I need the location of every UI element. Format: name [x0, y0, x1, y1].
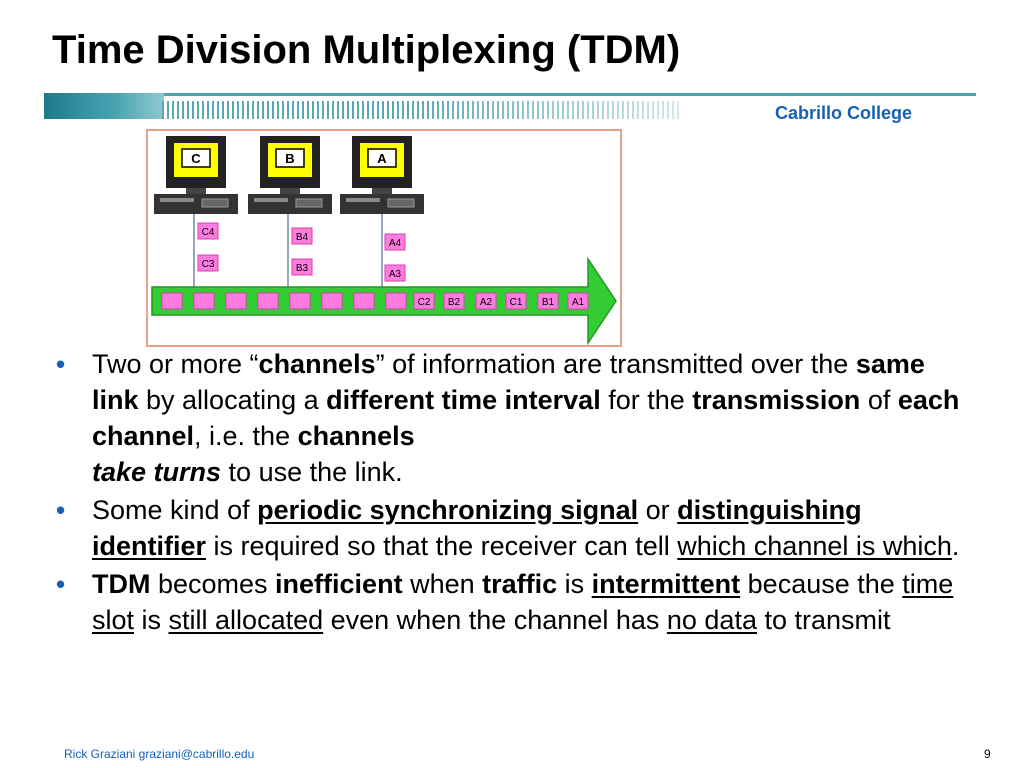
- bullet-item-channels: •Two or more “channels” of information a…: [54, 346, 974, 490]
- tdm-diagram: C C4 C3 B B4 B3: [146, 129, 622, 347]
- station-b: B B4 B3: [248, 136, 332, 287]
- header-band: [44, 93, 976, 123]
- bullet-item-inefficient: •TDM becomes inefficient when traffic is…: [54, 566, 974, 638]
- queue-c3: C3: [202, 259, 215, 270]
- station-c: C C4 C3: [154, 136, 238, 287]
- slot-c2: C2: [418, 297, 431, 308]
- tdm-diagram-svg: C C4 C3 B B4 B3: [151, 136, 617, 346]
- slot-b2: B2: [448, 297, 461, 308]
- slot-b1: B1: [542, 297, 555, 308]
- queue-b3: B3: [296, 263, 309, 274]
- page-number: 9: [984, 747, 991, 761]
- header-line: [164, 93, 976, 96]
- header-stripes-fade: [162, 101, 782, 119]
- slide-title: Time Division Multiplexing (TDM): [52, 28, 681, 72]
- header-gradient-block: [44, 93, 164, 119]
- slot-a1: A1: [572, 297, 585, 308]
- bullet-marker: •: [56, 349, 66, 379]
- college-name: Cabrillo College: [775, 103, 913, 123]
- queue-a4: A4: [389, 238, 402, 249]
- slot-a2: A2: [480, 297, 493, 308]
- bullet-list: •Two or more “channels” of information a…: [54, 346, 974, 640]
- slot-c1: C1: [510, 297, 523, 308]
- station-c-label: C: [191, 151, 201, 166]
- bullet-item-sync: •Some kind of periodic synchronizing sig…: [54, 492, 974, 564]
- station-a: A A4 A3: [340, 136, 424, 287]
- queue-c4: C4: [202, 227, 215, 238]
- queue-b4: B4: [296, 232, 309, 243]
- station-a-label: A: [377, 151, 387, 166]
- footer-author: Rick Graziani graziani@cabrillo.edu: [64, 747, 255, 761]
- bullet-marker: •: [56, 569, 66, 599]
- queue-a3: A3: [389, 269, 402, 280]
- bullet-marker: •: [56, 495, 66, 525]
- link-arrow: C2 B2 A2 C1 B1 A1: [151, 256, 617, 346]
- station-b-label: B: [285, 151, 294, 166]
